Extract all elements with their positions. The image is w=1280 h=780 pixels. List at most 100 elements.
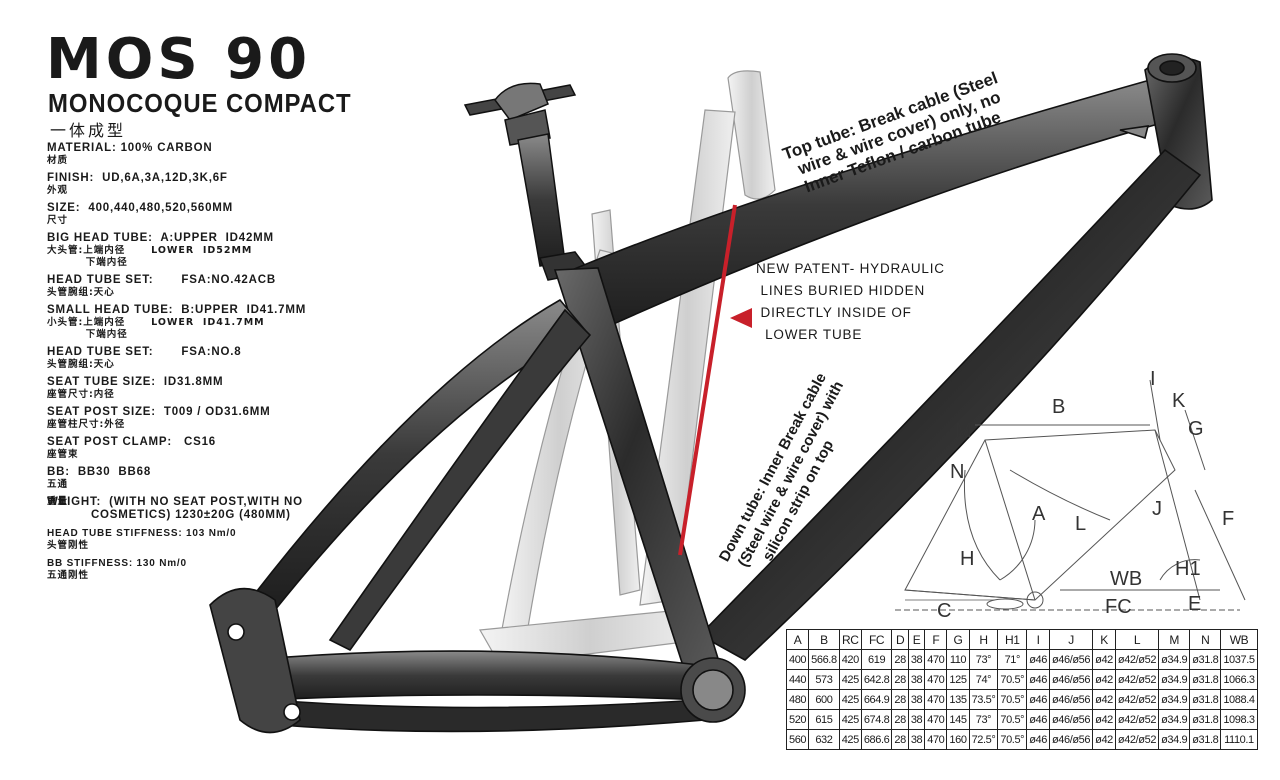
spec-label-cn: 小头管:上端内径 LOWER ID41.7MM 下端内径 bbox=[47, 317, 265, 340]
table-cell: ø46/ø56 bbox=[1048, 709, 1094, 730]
table-cell: 600 bbox=[808, 689, 840, 710]
table-cell: ø42/ø52 bbox=[1114, 729, 1160, 750]
spec-label-cn: 座管尺寸:内径 bbox=[47, 389, 115, 400]
label-fc: FC bbox=[1105, 596, 1132, 618]
seatpost bbox=[463, 82, 592, 281]
table-cell: ø42 bbox=[1092, 649, 1116, 670]
table-cell: 38 bbox=[907, 649, 926, 670]
table-cell: ø31.8 bbox=[1189, 669, 1222, 690]
label-a: A bbox=[1032, 503, 1046, 525]
table-cell: 615 bbox=[808, 709, 840, 730]
spec-label: SEAT POST SIZE: T009 / OD31.6MM bbox=[47, 406, 271, 418]
patent-note: NEW PATENT- HYDRAULIC LINES BURIED HIDDE… bbox=[756, 261, 945, 342]
table-cell: 470 bbox=[924, 689, 948, 710]
table-cell: 74° bbox=[968, 669, 999, 690]
table-cell: 480 bbox=[785, 689, 810, 710]
spec-label: HEAD TUBE SET: FSA:NO.42ACB bbox=[47, 274, 276, 286]
label-k: K bbox=[1172, 390, 1186, 412]
geometry-labels: B I K M G N A L J F H WB H1 C FC E bbox=[937, 368, 1234, 622]
table-header-cell: J bbox=[1048, 629, 1094, 650]
spec-label: HEAD TUBE STIFFNESS: 103 Nm/0 bbox=[47, 528, 237, 539]
table-cell: 1037.5 bbox=[1220, 649, 1258, 670]
table-cell: 110 bbox=[946, 649, 970, 670]
table-cell: ø46/ø56 bbox=[1048, 689, 1094, 710]
table-cell: 420 bbox=[838, 649, 862, 670]
label-h: H bbox=[960, 548, 974, 570]
table-header-cell: A bbox=[785, 629, 810, 650]
table-header-cell: I bbox=[1026, 629, 1050, 650]
table-cell: 38 bbox=[907, 669, 926, 690]
table-cell: 425 bbox=[838, 689, 862, 710]
table-cell: 38 bbox=[907, 689, 926, 710]
label-m: M bbox=[955, 420, 972, 442]
table-cell: ø42/ø52 bbox=[1114, 709, 1160, 730]
table-cell: 619 bbox=[860, 649, 893, 670]
spec-label-cn: 五通刚性 bbox=[47, 570, 90, 581]
table-cell: ø46 bbox=[1026, 669, 1050, 690]
table-cell: ø46 bbox=[1026, 729, 1050, 750]
table-cell: ø34.9 bbox=[1158, 709, 1191, 730]
table-cell: ø42/ø52 bbox=[1114, 649, 1160, 670]
main-frame bbox=[209, 53, 1213, 734]
spec-label-cn: 头管腕组:天心 bbox=[47, 359, 115, 370]
table-cell: 160 bbox=[946, 729, 970, 750]
model-title: MOS 90 bbox=[46, 27, 312, 92]
table-cell: 470 bbox=[924, 729, 948, 750]
table-cell: 470 bbox=[924, 709, 948, 730]
table-cell: 28 bbox=[891, 669, 909, 690]
patent-pointer-icon bbox=[730, 308, 752, 328]
spec-label-cn: 重量 bbox=[47, 496, 69, 507]
label-g: G bbox=[1188, 418, 1204, 440]
model-subtitle-cn: 一体成型 bbox=[50, 121, 127, 140]
table-cell: 470 bbox=[924, 649, 948, 670]
spec-label: SEAT TUBE SIZE: ID31.8MM bbox=[47, 376, 224, 388]
table-cell: 425 bbox=[838, 729, 862, 750]
spec-label: HEAD TUBE SET: FSA:NO.8 bbox=[47, 346, 242, 358]
label-f: F bbox=[1222, 508, 1234, 530]
model-subtitle: MONOCOQUE COMPACT bbox=[48, 88, 352, 118]
spec-label: WEIGHT: (WITH NO SEAT POST,WITH NO COSME… bbox=[47, 496, 303, 521]
table-cell: 28 bbox=[891, 649, 909, 670]
table-cell: 642.8 bbox=[860, 669, 893, 690]
table-cell: 73.5° bbox=[968, 689, 999, 710]
spec-label-cn: 座管束 bbox=[47, 449, 79, 460]
table-header-cell: B bbox=[808, 629, 840, 650]
table-cell: 686.6 bbox=[860, 729, 893, 750]
spec-label-cn: 尺寸 bbox=[47, 215, 69, 226]
table-cell: ø34.9 bbox=[1158, 689, 1191, 710]
label-c: C bbox=[937, 600, 951, 622]
table-cell: 135 bbox=[946, 689, 970, 710]
table-header-cell: H bbox=[968, 629, 999, 650]
label-e: E bbox=[1188, 593, 1201, 615]
table-cell: 38 bbox=[907, 729, 926, 750]
table-cell: 73° bbox=[968, 709, 999, 730]
table-cell: 632 bbox=[808, 729, 840, 750]
spec-label: FINISH: UD,6A,3A,12D,3K,6F bbox=[47, 172, 228, 184]
table-cell: 425 bbox=[838, 669, 862, 690]
table-cell: ø42 bbox=[1092, 729, 1116, 750]
table-header-cell: M bbox=[1158, 629, 1191, 650]
table-cell: 72.5° bbox=[968, 729, 999, 750]
table-cell: 440 bbox=[785, 669, 810, 690]
table-header-cell: E bbox=[907, 629, 926, 650]
hydraulic-line bbox=[678, 204, 737, 556]
table-cell: 70.5° bbox=[997, 669, 1028, 690]
table-cell: 1110.1 bbox=[1220, 729, 1258, 750]
table-cell: ø34.9 bbox=[1158, 649, 1191, 670]
spec-label: MATERIAL: 100% CARBON bbox=[47, 142, 213, 154]
